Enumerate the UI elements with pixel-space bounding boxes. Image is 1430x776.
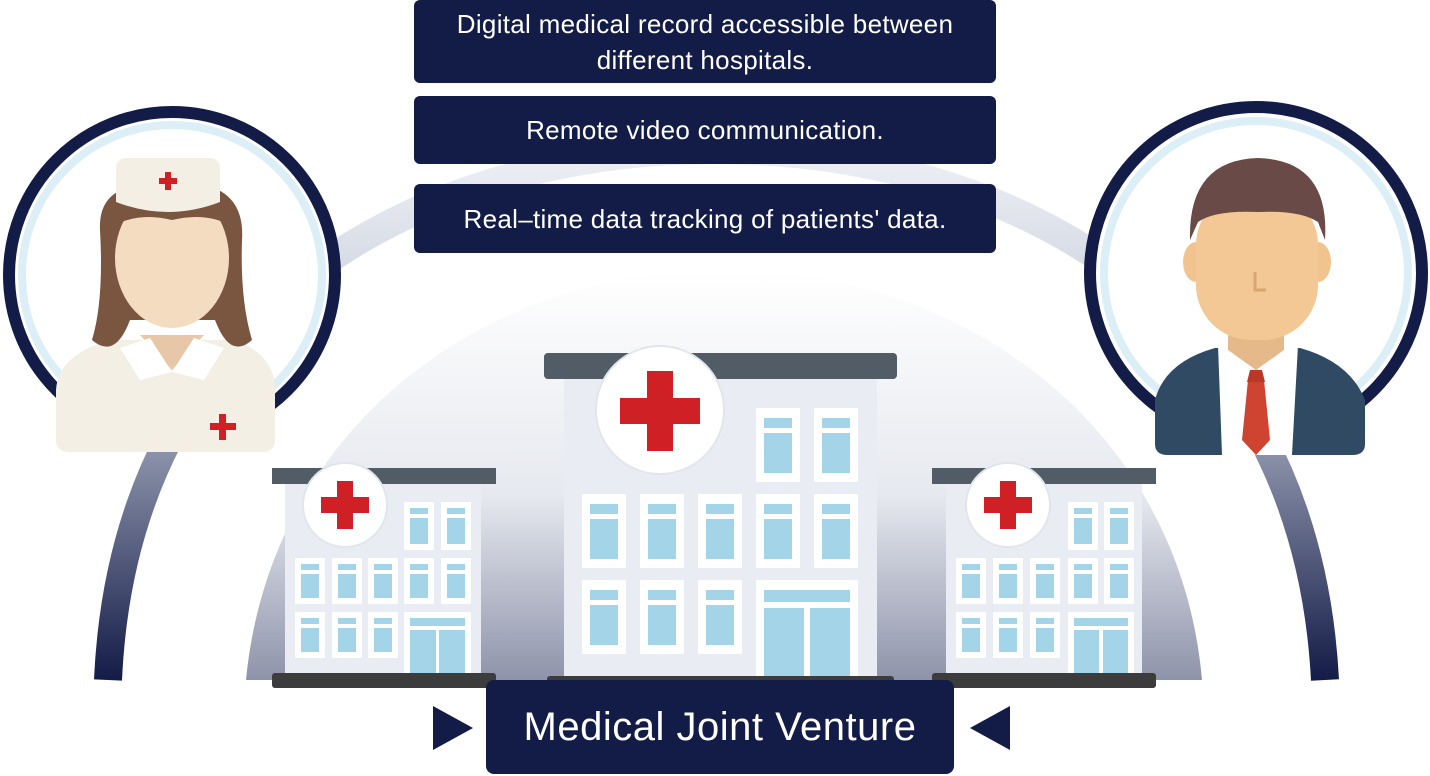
feature-box-data-tracking: Real–time data tracking of patients' dat… — [414, 184, 996, 253]
hospital-icon-center — [544, 345, 897, 688]
feature-text: Digital medical record accessible betwee… — [456, 8, 954, 75]
diagram-title: Medical Joint Venture — [523, 704, 917, 749]
nurse-icon — [3, 106, 341, 452]
feature-box-medical-record: Digital medical record accessible betwee… — [414, 0, 996, 83]
feature-text: Remote video communication. — [526, 115, 884, 145]
arrow-right-icon — [433, 706, 473, 750]
hospital-icon-left — [272, 462, 496, 688]
feature-box-video-communication: Remote video communication. — [414, 96, 996, 164]
doctor-icon — [1084, 101, 1428, 455]
hospital-icon-right — [932, 462, 1156, 688]
arrow-left-icon — [970, 706, 1010, 750]
feature-text: Real–time data tracking of patients' dat… — [463, 203, 947, 234]
title-box: Medical Joint Venture — [486, 680, 954, 774]
